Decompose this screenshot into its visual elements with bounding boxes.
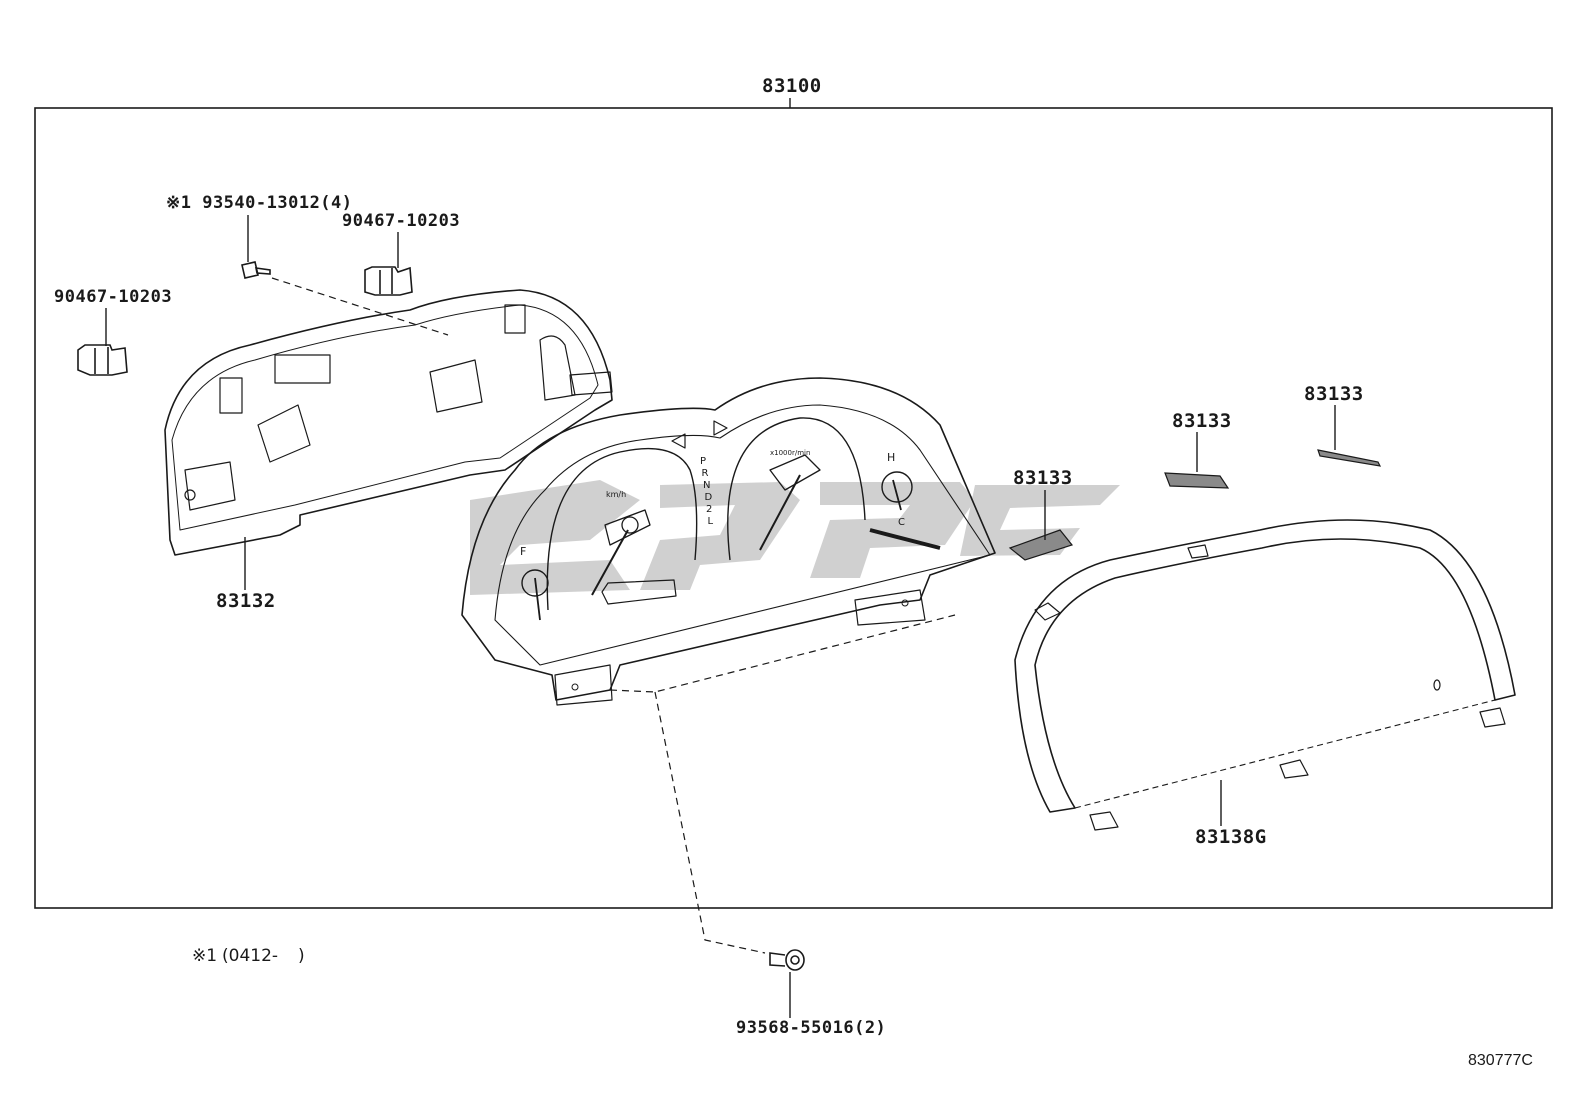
fuel-f-mark: F — [520, 545, 526, 558]
gear-mark-R: R — [702, 468, 709, 479]
plate-83133-c[interactable] — [1008, 529, 1074, 561]
rear-case-83132[interactable] — [164, 289, 613, 556]
solid-leaders — [105, 215, 1336, 1018]
label-plate-83133-b[interactable]: 83133 — [1304, 383, 1364, 405]
screw-93568[interactable] — [769, 949, 805, 971]
combination-meter[interactable] — [461, 377, 996, 706]
label-plate-83133-c[interactable]: 83133 — [1013, 467, 1073, 489]
footnote-range: (0412- — [222, 946, 279, 966]
drawing-code: 830777C — [1468, 1052, 1533, 1069]
temp-c-mark: C — [898, 517, 905, 528]
clip-upper-90467[interactable] — [364, 266, 413, 296]
plate-83133-a[interactable] — [1164, 472, 1230, 489]
dashed-leaders — [271, 277, 956, 954]
label-clip-left-90467[interactable]: 90467-10203 — [54, 287, 173, 307]
temp-h-mark: H — [887, 451, 895, 464]
footnote-marker: ※1 — [192, 946, 218, 966]
gear-mark-D: D — [705, 492, 713, 503]
plate-83133-b[interactable] — [1317, 449, 1382, 467]
clip-left-90467[interactable] — [77, 344, 128, 376]
label-case-83132[interactable]: 83132 — [216, 590, 276, 612]
label-screw-93568[interactable]: 93568-55016(2) — [736, 1018, 887, 1038]
tach-unit-mark: x1000r/min — [770, 449, 810, 457]
label-plate-83133-a[interactable]: 83133 — [1172, 410, 1232, 432]
speed-unit-mark: km/h — [606, 490, 626, 499]
bolt-93540[interactable] — [241, 261, 271, 279]
assembly-frame — [34, 107, 1553, 909]
label-clip-upper-90467[interactable]: 90467-10203 — [342, 211, 461, 231]
label-bolt-93540[interactable]: ※1 93540-13012(4) — [166, 193, 353, 213]
gear-mark-L: L — [708, 516, 714, 527]
gear-mark-N: N — [703, 480, 710, 491]
label-assembly-83100[interactable]: 83100 — [762, 75, 822, 97]
gear-mark-2: 2 — [706, 504, 712, 515]
watermark-logo — [470, 480, 1120, 595]
footnote-close: ) — [298, 946, 305, 966]
gear-mark-P: P — [700, 456, 706, 467]
glass-83138G[interactable] — [1014, 519, 1516, 831]
label-glass-83138G[interactable]: 83138G — [1195, 826, 1267, 848]
